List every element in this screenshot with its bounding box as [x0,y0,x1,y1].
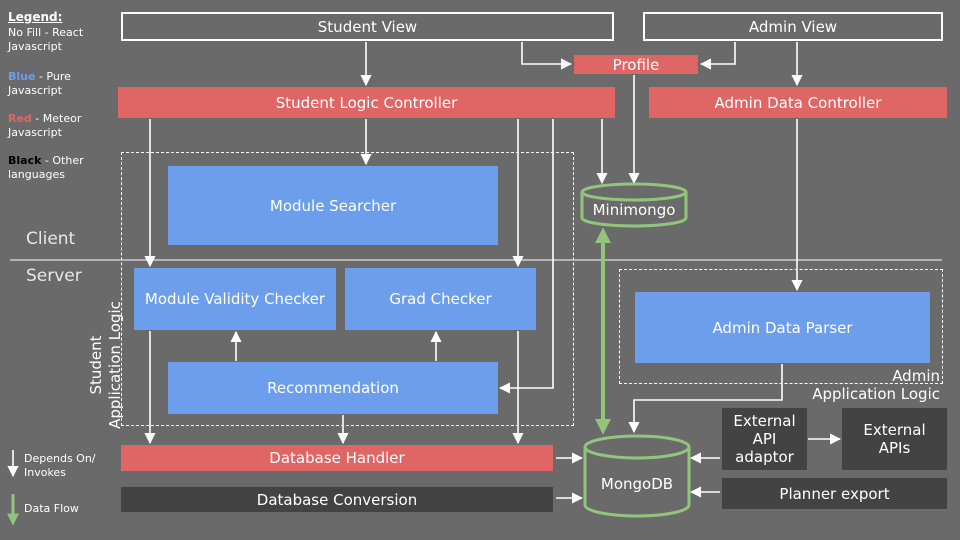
module-searcher: Module Searcher [168,166,498,245]
database-conversion: Database Conversion [121,487,553,512]
recommendation: Recommendation [168,362,498,414]
external-api-adaptor: External API adaptor [722,408,807,470]
arrow-studentview-profile [521,42,573,70]
mongodb-cylinder [583,434,691,518]
legend-dataflow: Data Flow [24,502,79,515]
client-label: Client [26,229,76,249]
legend-blue: Blue - Pure Javascript [8,70,71,97]
arrow-adminview-profile [699,42,736,70]
external-apis: External APIs [842,408,947,470]
profile: Profile [574,55,698,74]
module-validity-checker: Module Validity Checker [134,268,336,330]
admin-data-controller: Admin Data Controller [649,87,947,118]
database-handler: Database Handler [121,445,553,471]
student-logic-controller: Student Logic Controller [118,87,615,118]
planner-export: Planner export [722,478,947,509]
mongodb-label: MongoDB [600,475,674,493]
grad-checker: Grad Checker [345,268,536,330]
legend-depends: Depends On/ Invokes [24,452,96,479]
student-view: Student View [121,12,614,41]
arrow-adp-mongodb [628,364,783,434]
admin-view: Admin View [643,12,943,41]
arrow-slc-recommendation [498,119,554,394]
student-app-logic-region [121,152,574,426]
legend-red: Red - Meteor Javascript [8,112,82,139]
minimongo-label: Minimongo [592,201,676,219]
admin-data-parser: Admin Data Parser [635,292,930,363]
legend-nofill: No Fill - React Javascript [8,26,84,53]
admin-app-logic-region [619,269,943,384]
legend-title: Legend: [8,10,63,24]
server-label: Server [26,266,82,286]
legend-black: Black - Other languages [8,154,84,181]
admin-app-logic-label: Admin Application Logic [812,367,940,403]
minimongo-cylinder [580,182,688,228]
